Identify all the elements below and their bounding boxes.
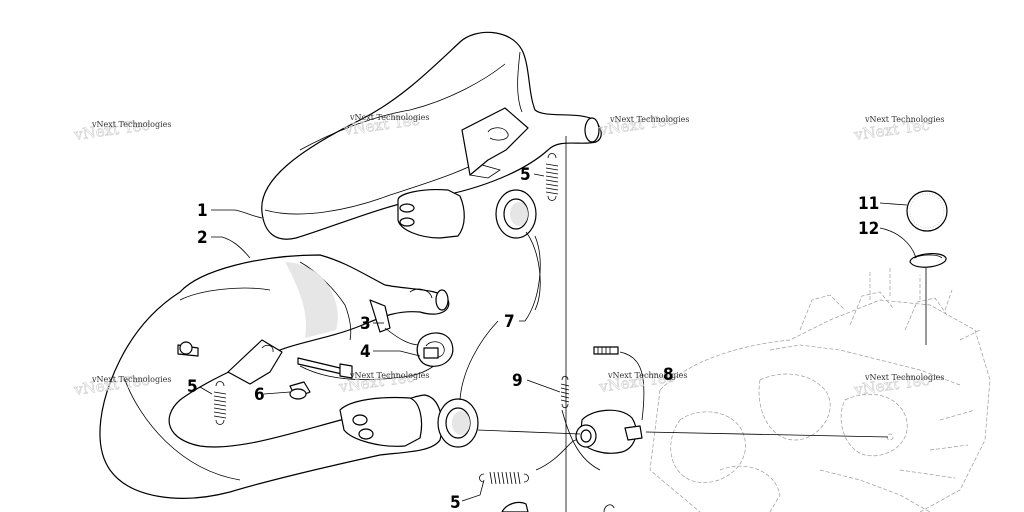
svg-text:vNext Technologies: vNext Technologies [864, 115, 944, 124]
spring-bottom [479, 471, 529, 485]
watermark: vNext Tec vNext Technologies [852, 370, 945, 399]
callout-4: 4 [360, 342, 371, 362]
svg-text:vNext Technologies: vNext Technologies [607, 371, 687, 380]
gasket-lower [437, 398, 479, 448]
svg-text:vNext Technologies: vNext Technologies [609, 115, 689, 124]
rubber-mount [289, 381, 311, 400]
callout-6: 6 [254, 385, 265, 405]
watermark: vNext Tec vNext Technologies [597, 110, 690, 139]
svg-text:vNext Technologies: vNext Technologies [91, 120, 171, 129]
svg-text:vNext Technologies: vNext Technologies [349, 113, 429, 122]
sensor-probe [297, 299, 449, 381]
callout-7: 7 [504, 312, 515, 332]
callout-11: 11 [858, 194, 879, 214]
gasket-upper [495, 189, 537, 239]
svg-text:vNext Technologies: vNext Technologies [349, 371, 429, 380]
lower-expansion-chamber [99, 254, 450, 499]
callout-12: 12 [858, 219, 879, 239]
cap [906, 190, 948, 232]
exhaust-coupler [575, 409, 643, 454]
watermark: vNext Tec vNext Technologies [72, 115, 172, 144]
upper-expansion-chamber [261, 31, 602, 240]
watermark: vNext Tec vNext Technologies [337, 367, 430, 396]
spring-left [213, 381, 227, 425]
hose-clamp [416, 332, 454, 367]
callout-1: 1 [197, 201, 208, 221]
callout-5-left: 5 [187, 377, 198, 397]
callout-5-upper: 5 [520, 165, 531, 185]
spring-upper [545, 153, 559, 201]
svg-text:vNext Technologies: vNext Technologies [864, 373, 944, 382]
callout-2: 2 [197, 228, 208, 248]
callout-8: 8 [663, 365, 674, 385]
callout-labels: 1 2 3 4 5 5 5 6 7 8 9 11 12 [187, 165, 879, 512]
watermark: vNext Tec vNext Technologies [852, 115, 945, 144]
watermark: vNext Tec vNext Technologies [597, 367, 688, 396]
callout-3: 3 [360, 314, 371, 334]
engine-outline [649, 268, 991, 512]
callout-5-bottom: 5 [450, 493, 461, 512]
spring-small [560, 375, 570, 409]
svg-text:vNext Technologies: vNext Technologies [91, 375, 171, 384]
bottom-clamp [501, 501, 615, 512]
leader-lines [199, 136, 927, 512]
cap-seal [909, 253, 947, 268]
callout-9: 9 [512, 371, 523, 391]
bolt [593, 346, 619, 355]
